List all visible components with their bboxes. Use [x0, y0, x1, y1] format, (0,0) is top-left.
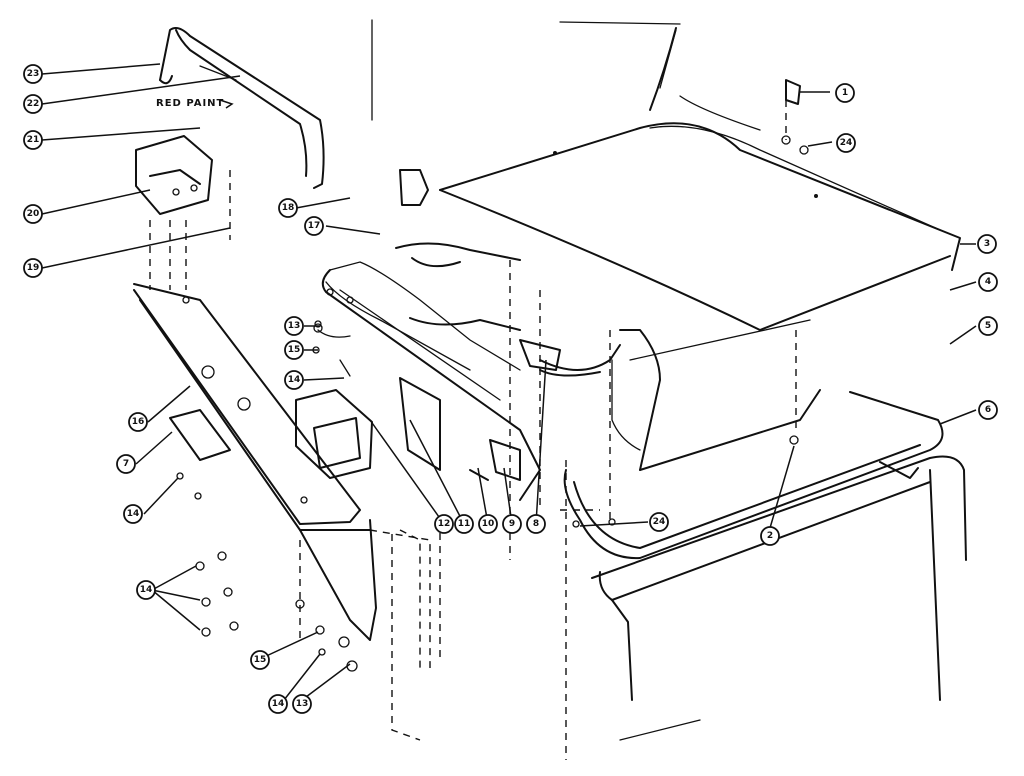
- svg-text:10: 10: [482, 519, 495, 529]
- svg-text:24: 24: [840, 138, 853, 148]
- callout-20: 20: [23, 204, 43, 224]
- svg-text:14: 14: [288, 375, 301, 385]
- svg-text:14: 14: [140, 585, 153, 595]
- callout-2: 2: [760, 526, 780, 546]
- callout-17: 17: [304, 216, 324, 236]
- svg-text:15: 15: [254, 655, 267, 665]
- svg-text:2: 2: [767, 531, 773, 541]
- callout-5: 5: [978, 316, 998, 336]
- callout-6: 6: [978, 400, 998, 420]
- svg-text:17: 17: [308, 221, 321, 231]
- callout-10: 10: [478, 514, 498, 534]
- callout-21: 21: [23, 130, 43, 150]
- callout-3: 3: [977, 234, 997, 254]
- callout-7: 7: [116, 454, 136, 474]
- callout-15-lower: 15: [250, 650, 270, 670]
- callout-24-lower: 24: [649, 512, 669, 532]
- mount-plate: [169, 409, 231, 500]
- svg-text:20: 20: [27, 209, 40, 219]
- callout-14-bottom: 14: [268, 694, 288, 714]
- mounting-rail: [133, 283, 431, 668]
- callout-23: 23: [23, 64, 43, 84]
- svg-text:3: 3: [984, 239, 990, 249]
- svg-text:22: 22: [27, 99, 40, 109]
- callout-19: 19: [23, 258, 43, 278]
- svg-text:12: 12: [438, 519, 451, 529]
- svg-text:11: 11: [458, 519, 471, 529]
- svg-text:1: 1: [842, 88, 848, 98]
- callout-9: 9: [502, 514, 522, 534]
- svg-text:14: 14: [272, 699, 285, 709]
- svg-text:7: 7: [123, 459, 129, 469]
- callout-13: 13: [284, 316, 304, 336]
- callout-4: 4: [978, 272, 998, 292]
- svg-text:5: 5: [985, 321, 991, 331]
- frame-ring: [563, 391, 944, 560]
- svg-text:15: 15: [288, 345, 301, 355]
- svg-text:24: 24: [653, 517, 666, 527]
- svg-text:21: 21: [27, 135, 40, 145]
- callout-14-group: 14: [136, 580, 156, 600]
- assembly-guides: [371, 19, 797, 741]
- svg-text:6: 6: [985, 405, 991, 415]
- leader-lines: [41, 63, 977, 701]
- callout-13-bottom: 13: [292, 694, 312, 714]
- callout-22: 22: [23, 94, 43, 114]
- switch-bracket: [135, 135, 231, 290]
- callout-16: 16: [128, 412, 148, 432]
- svg-text:19: 19: [27, 263, 40, 273]
- svg-text:23: 23: [27, 69, 40, 79]
- red-paint-arrow: [219, 99, 234, 109]
- svg-text:14: 14: [127, 509, 140, 519]
- svg-text:13: 13: [288, 321, 301, 331]
- callout-24: 24: [836, 133, 856, 153]
- callout-11: 11: [454, 514, 474, 534]
- svg-text:18: 18: [282, 203, 295, 213]
- hardware-screws: [195, 79, 809, 672]
- svg-text:8: 8: [533, 519, 539, 529]
- callout-12: 12: [434, 514, 454, 534]
- svg-text:4: 4: [985, 277, 991, 287]
- console-panel: [321, 269, 541, 501]
- handle-rod: [159, 27, 325, 189]
- svg-text:16: 16: [132, 417, 145, 427]
- timer-assembly: [295, 323, 373, 479]
- svg-text:13: 13: [296, 699, 309, 709]
- callout-14-left: 14: [123, 504, 143, 524]
- svg-text:9: 9: [509, 519, 515, 529]
- callout-18: 18: [278, 198, 298, 218]
- callout-15: 15: [284, 340, 304, 360]
- cover-hinges: [325, 169, 621, 377]
- callout-1: 1: [835, 83, 855, 103]
- top-cover: [439, 21, 961, 471]
- callout-14: 14: [284, 370, 304, 390]
- callout-8: 8: [526, 514, 546, 534]
- red-paint-note: RED PAINT: [156, 98, 224, 109]
